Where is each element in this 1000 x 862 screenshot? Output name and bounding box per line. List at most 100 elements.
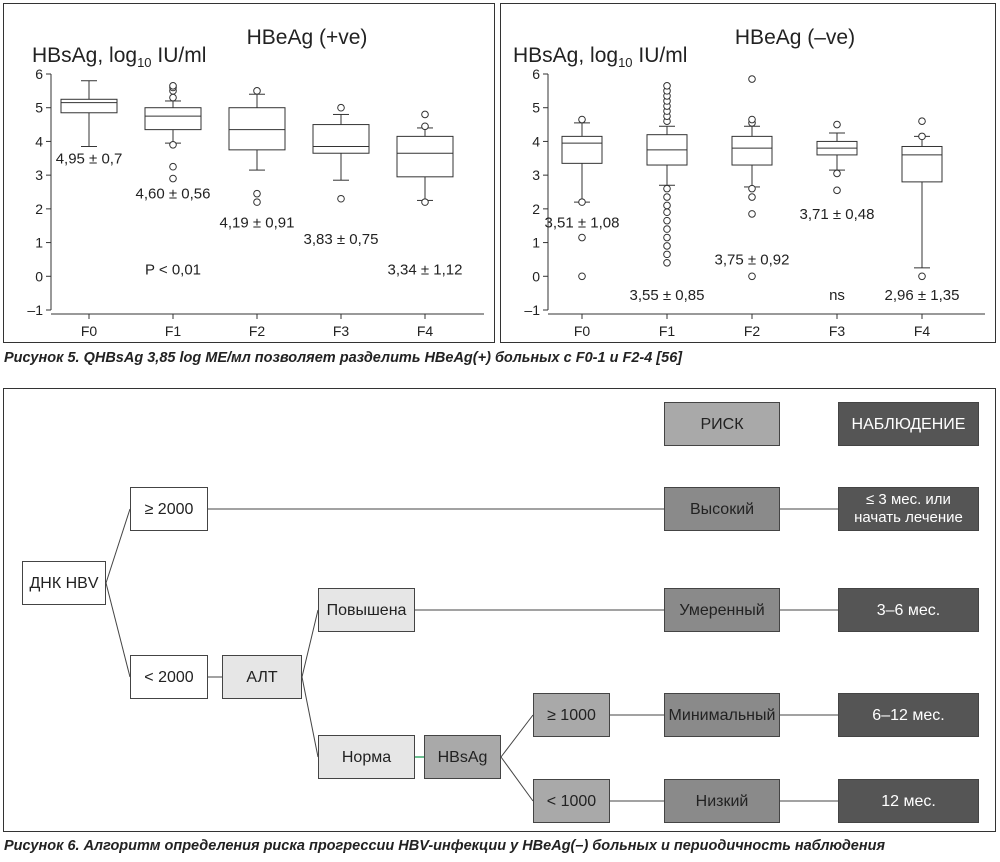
outlier-point [578, 198, 586, 206]
x-tick-label: F2 [249, 323, 266, 339]
outlier-point [748, 210, 756, 218]
y-axis-label: HBsAg, log10 IU/ml [32, 44, 206, 70]
outlier-point [663, 184, 671, 193]
stat-annotation: 4,60 ± 0,56 [136, 186, 211, 203]
outlier-point [918, 272, 926, 281]
outlier-point [578, 272, 586, 281]
risk-minimal: Минимальный [664, 693, 780, 737]
x-tick-label: F0 [81, 323, 98, 339]
outlier-point [253, 189, 261, 198]
y-tick-label: 5 [35, 100, 43, 116]
outlier-point [663, 225, 671, 233]
box-iqr [228, 107, 286, 151]
outlier-point [421, 198, 429, 206]
outlier-point [663, 201, 671, 210]
box-iqr [144, 107, 202, 131]
y-tick-label: 3 [532, 167, 540, 183]
outlier-point [833, 169, 841, 178]
stat-annotation: 3,34 ± 1,12 [388, 262, 463, 279]
outlier-point [169, 162, 177, 171]
y-tick-label: –1 [524, 302, 540, 318]
y-tick-label: 2 [35, 201, 43, 217]
box-f3 [312, 103, 370, 203]
header-follow-up: НАБЛЮДЕНИЕ [838, 402, 979, 446]
figure5-caption: Рисунок 5. QHBsAg 3,85 log МЕ/мл позволя… [4, 350, 683, 366]
outlier-point [833, 186, 841, 195]
chart-title: HBeAg (–ve) [735, 26, 855, 49]
y-tick-label: 4 [35, 133, 43, 149]
y-axis-label-main: HBsAg, log [513, 44, 618, 67]
x-tick-label: F3 [333, 323, 350, 339]
stat-annotation: 3,75 ± 0,92 [715, 251, 790, 268]
outlier-point [918, 117, 926, 125]
box-f2 [228, 87, 286, 206]
node-alt-normal: Норма [318, 735, 415, 779]
node-alt-elevated: Повышена [318, 588, 415, 632]
box-iqr [312, 124, 370, 154]
outlier-point [748, 184, 756, 193]
node-hbsag: HBsAg [424, 735, 501, 779]
node-dna-lt2000: < 2000 [130, 655, 208, 699]
x-tick-label: F2 [744, 323, 761, 339]
y-tick-label: 1 [532, 235, 540, 251]
y-tick-label: 6 [35, 66, 43, 82]
outlier-point [578, 115, 586, 124]
stat-annotation: ns [829, 287, 845, 304]
x-tick-label: F4 [914, 323, 931, 339]
chart-title: HBeAg (+ve) [247, 26, 368, 49]
outlier-point [663, 250, 671, 259]
box-f0 [561, 115, 603, 281]
outlier-point [253, 87, 261, 95]
y-tick-label: 4 [532, 133, 540, 149]
y-tick-label: 1 [35, 235, 43, 251]
box-plot-hbeag-negative: HBeAg (–ve)HBsAg, log10 IU/ml–10123456F0… [513, 26, 985, 339]
stat-annotation: 4,95 ± 0,7 [56, 150, 123, 167]
outlier-point [663, 208, 671, 217]
y-axis-label-unit: IU/ml [633, 44, 688, 67]
risk-moderate: Умеренный [664, 588, 780, 632]
box-iqr [60, 98, 118, 114]
follow-high: ≤ 3 мес. или начать лечение [838, 487, 979, 531]
y-axis-label-unit: IU/ml [152, 44, 207, 67]
follow-minimal: 6–12 мес. [838, 693, 979, 737]
stat-annotation: 4,19 ± 0,91 [220, 214, 295, 231]
y-axis-label-main: HBsAg, log [32, 44, 137, 67]
outlier-point [663, 82, 671, 90]
outlier-point [578, 233, 586, 242]
outlier-point [337, 103, 345, 112]
outlier-point [833, 120, 841, 129]
y-tick-label: 2 [532, 201, 540, 217]
x-tick-label: F0 [574, 323, 591, 339]
box-f2 [731, 75, 773, 281]
box-f4 [396, 110, 454, 206]
x-tick-label: F3 [829, 323, 846, 339]
y-axis-label: HBsAg, log10 IU/ml [513, 44, 687, 70]
box-iqr [731, 135, 773, 166]
outlier-point [748, 75, 756, 83]
follow-moderate: 3–6 мес. [838, 588, 979, 632]
y-tick-label: 3 [35, 167, 43, 183]
outlier-point [748, 115, 756, 124]
risk-low: Низкий [664, 779, 780, 823]
follow-high-line1: ≤ 3 мес. или [866, 491, 951, 508]
node-alt: АЛТ [222, 655, 302, 699]
node-hbsag-ge1000: ≥ 1000 [533, 693, 610, 737]
stat-annotation: 3,83 ± 0,75 [304, 231, 379, 248]
box-f3 [816, 120, 858, 195]
node-dna-ge2000: ≥ 2000 [130, 487, 208, 531]
y-tick-label: –1 [27, 302, 43, 318]
outlier-point [253, 198, 261, 206]
box-plot-hbeag-positive: HBeAg (+ve) HBsAg, log10 IU/ml –1 0 1 2 3 4 5 6F0… [27, 26, 484, 339]
box-f0 [60, 80, 118, 147]
y-tick-label: 0 [532, 268, 540, 284]
outlier-point [748, 193, 756, 201]
node-dna-hbv: ДНК HBV [22, 561, 106, 605]
box-iqr [901, 145, 943, 183]
outlier-point [663, 258, 671, 267]
stat-annotation: 3,51 ± 1,08 [545, 214, 620, 231]
outlier-point [169, 82, 177, 90]
risk-high: Высокий [664, 487, 780, 531]
y-tick-label: 0 [35, 268, 43, 284]
